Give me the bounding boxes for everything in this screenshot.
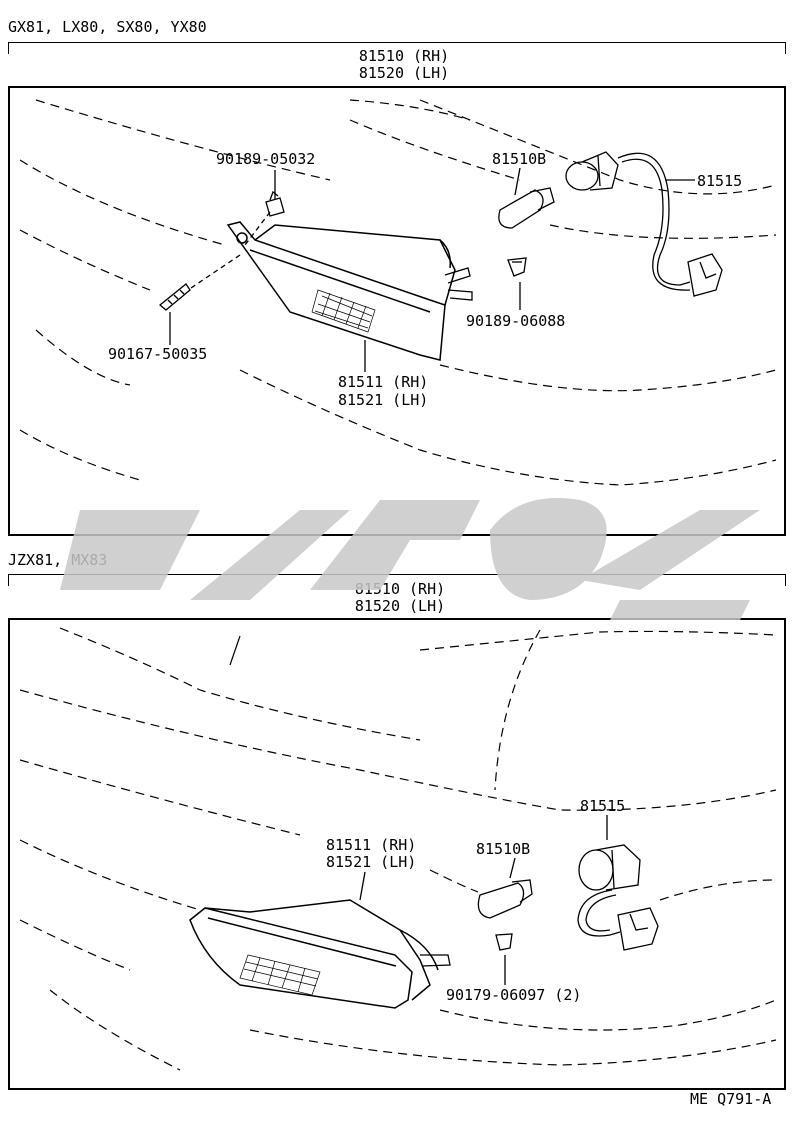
top-screw-icon [265, 190, 285, 217]
bottom-clip-icon [495, 933, 513, 951]
bottom-leader-lines [359, 815, 608, 985]
bottom-part-socket: 81515 [580, 797, 626, 815]
top-assembly-rh: 81510 (RH) [358, 47, 450, 65]
top-lamp-lens [226, 221, 456, 361]
bottom-assembly-lh: 81520 (LH) [354, 597, 446, 615]
top-lamp-grille [311, 289, 376, 333]
top-leader-lines [169, 167, 695, 372]
top-guide-lines [187, 211, 271, 291]
bottom-part-lens-rh: 81511 (RH) [326, 836, 417, 854]
top-socket-icon [565, 151, 723, 297]
top-assembly-lh: 81520 (LH) [358, 64, 450, 82]
top-part-clip: 90189-06088 [466, 312, 566, 330]
top-part-lens-rh: 81511 (RH) [338, 373, 429, 391]
top-part-bulb: 81510B [492, 150, 547, 168]
bottom-short-stroke [229, 635, 241, 666]
bottom-diagram-panel [8, 618, 786, 1090]
top-part-bolt: 90167-50035 [108, 345, 208, 363]
top-part-screw: 90189-05032 [216, 150, 316, 168]
top-bulb-icon [498, 187, 555, 229]
bottom-socket-icon [577, 844, 659, 951]
top-assembly-bracket [8, 42, 786, 54]
bottom-bulb-icon [477, 879, 533, 919]
bottom-lamp-lens [189, 899, 439, 1009]
footer-code: ME Q791-A [690, 1090, 772, 1108]
bottom-part-bulb: 81510B [476, 840, 531, 858]
top-part-socket: 81515 [697, 172, 743, 190]
bottom-part-clip: 90179-06097 (2) [446, 986, 582, 1004]
bottom-body-contours [19, 627, 777, 1071]
top-lamp-pins [444, 267, 473, 301]
top-clip-icon [507, 257, 527, 277]
bottom-part-lens-lh: 81521 (LH) [326, 853, 417, 871]
top-part-lens-lh: 81521 (LH) [338, 391, 429, 409]
bottom-lamp-pins [420, 954, 451, 967]
top-bolt-icon [158, 283, 191, 311]
bottom-lamp-grille [239, 954, 321, 996]
top-body-contours [19, 99, 777, 486]
top-model-header: GX81, LX80, SX80, YX80 [8, 18, 207, 36]
